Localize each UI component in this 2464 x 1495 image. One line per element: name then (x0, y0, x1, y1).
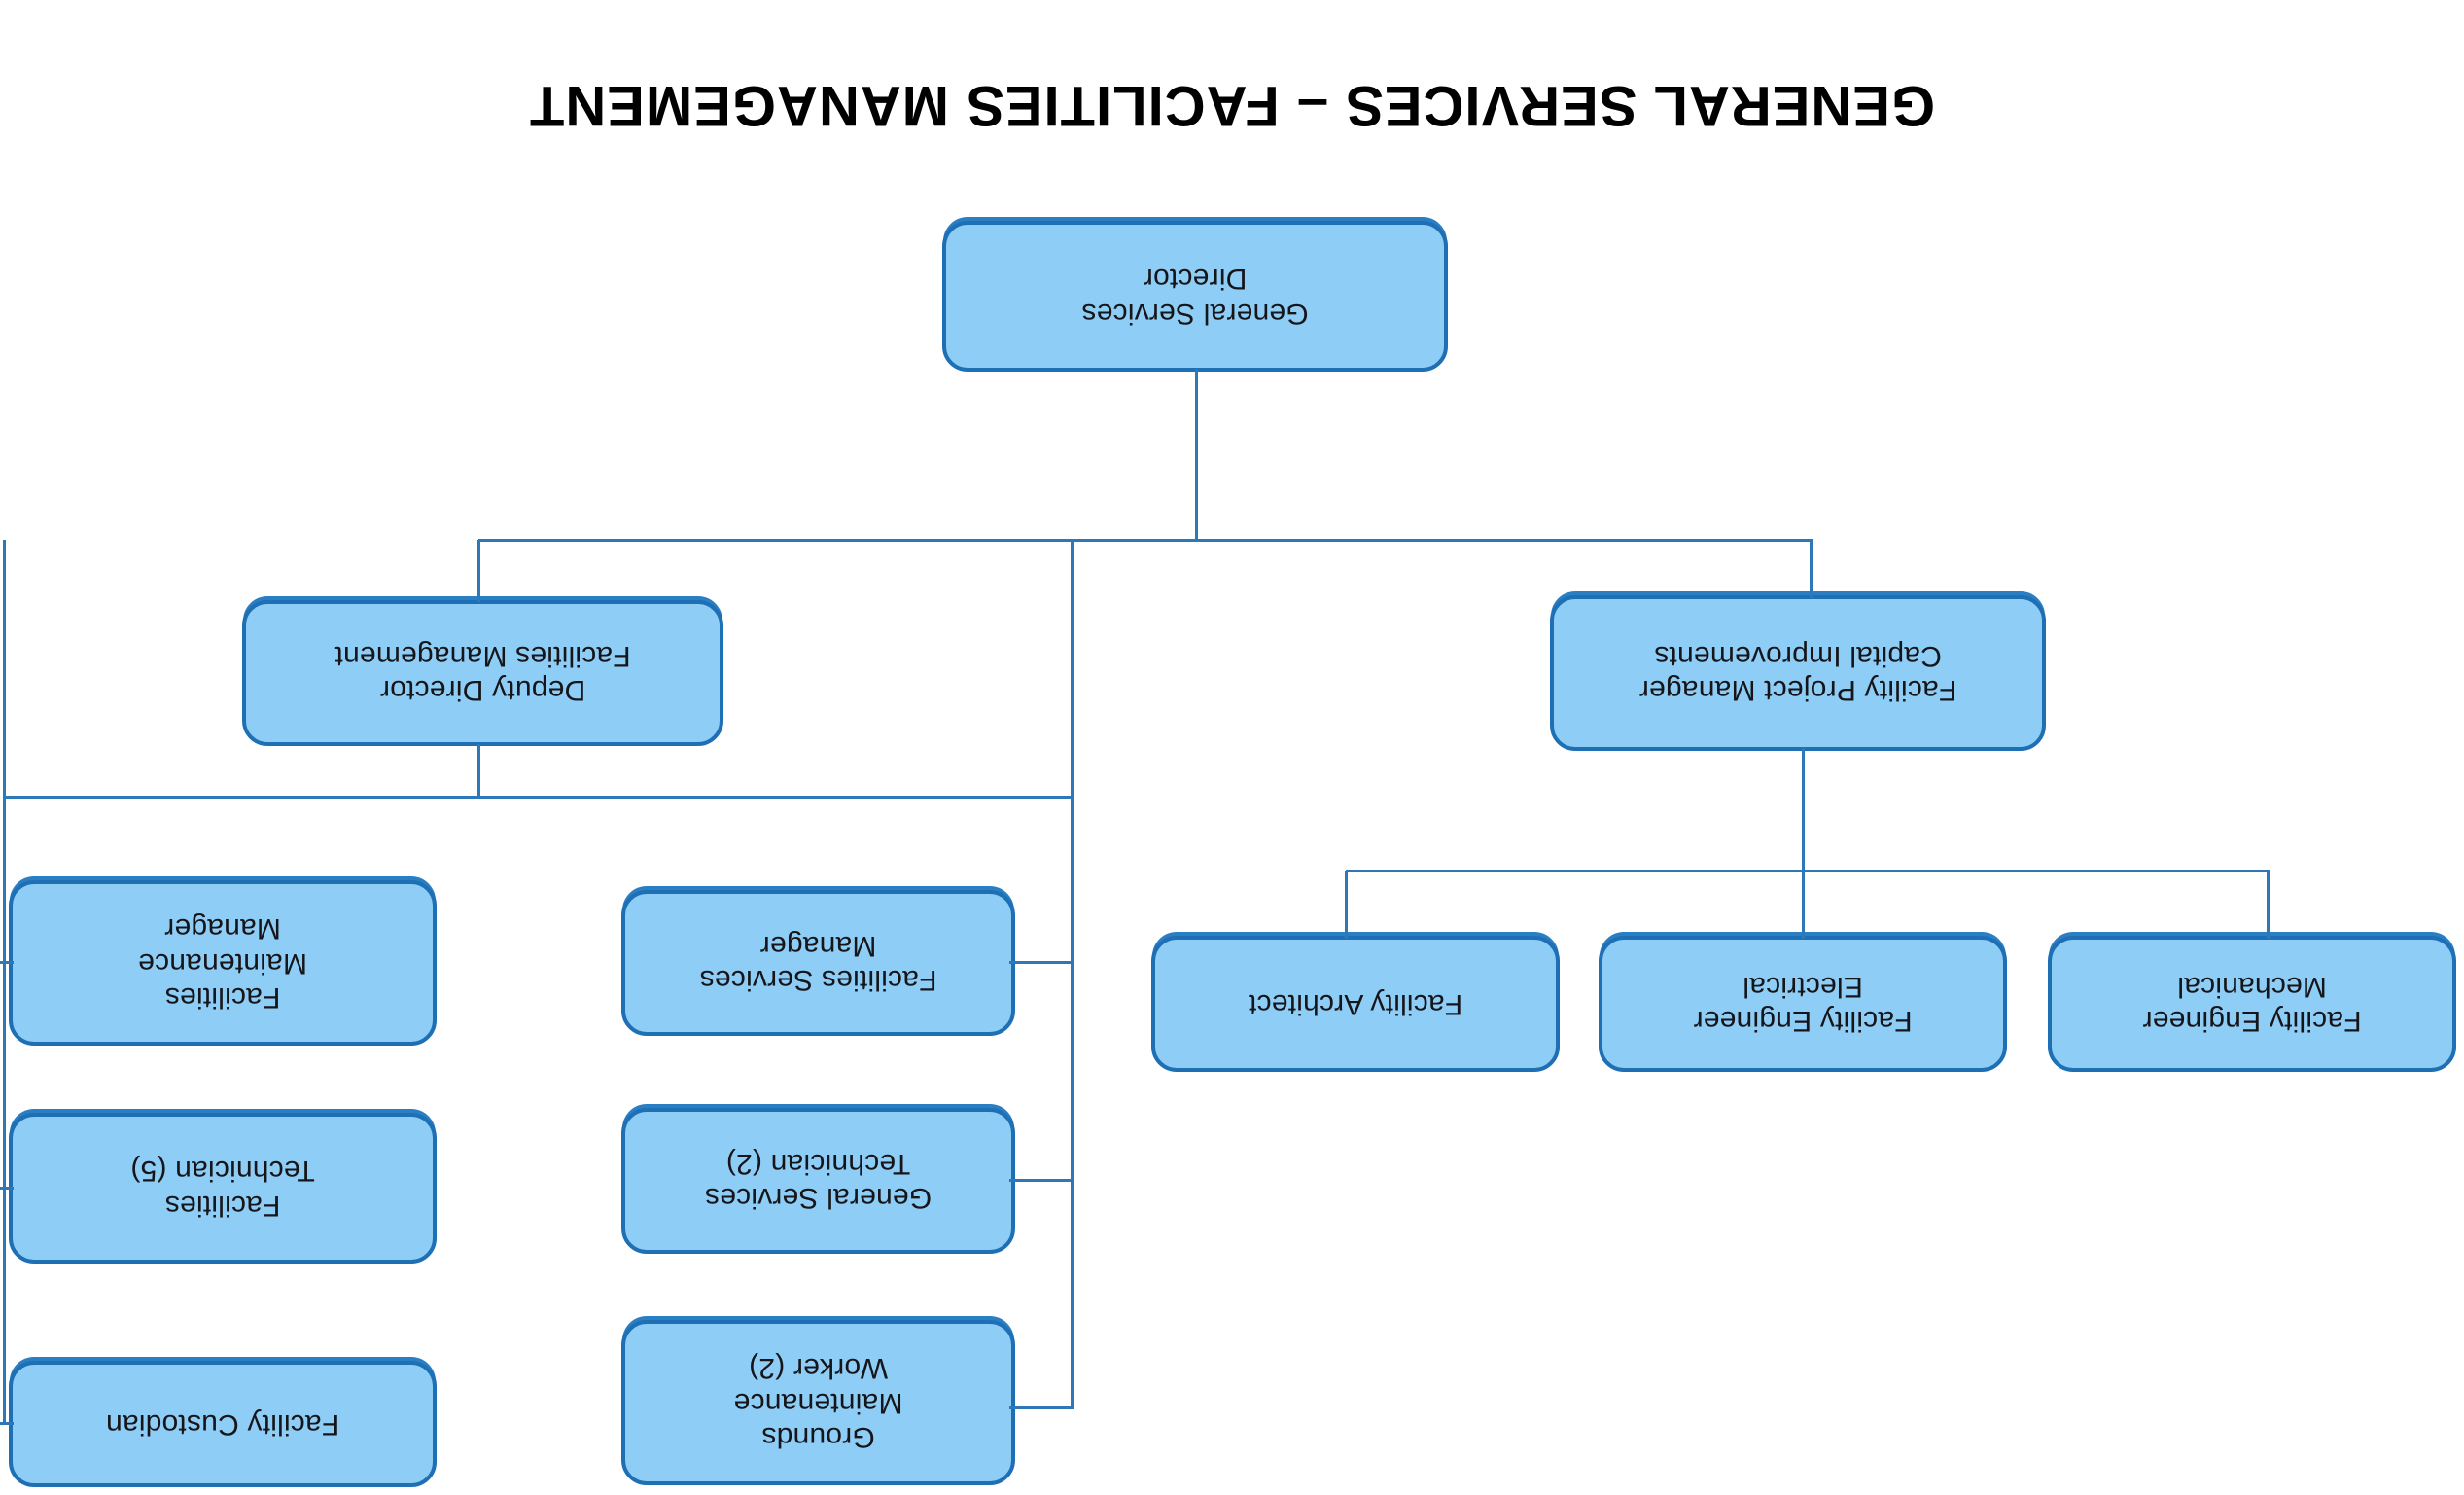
node-label: General Services Technician (2) (704, 1148, 933, 1215)
connector-to-facility-engineer-electrical (1802, 871, 1805, 939)
node-label: Facility Engineer Mechanical (2142, 971, 2362, 1038)
connector-right-inner-spine (1071, 540, 1074, 1409)
node-facility-architect[interactable]: Facility Architect (1151, 936, 1560, 1072)
node-label: Deputy Director Facilities Management (334, 640, 631, 707)
connector-to-facility-engineer-mechanical (2267, 871, 2270, 939)
connector-to-deputy-director (477, 540, 480, 602)
connector-left-bus-riser (1802, 748, 1805, 872)
connector-left-children-bus (1346, 870, 2270, 872)
connector-stub-facilities-technician (0, 1187, 14, 1190)
node-deputy-director-facilities-management[interactable]: Deputy Director Facilities Management (242, 600, 723, 746)
connector-to-facility-architect (1345, 871, 1348, 939)
node-label: Grounds Maintenance Worker (2) (733, 1352, 903, 1454)
node-facility-project-manager[interactable]: Facility Project Manager Capital Improve… (1550, 595, 2046, 751)
connector-to-facility-project-manager (1810, 540, 1813, 598)
node-label: Facilities Technician (5) (130, 1155, 315, 1222)
connector-stub-facilities-maintenance-manager (0, 961, 14, 964)
connector-right-outer-spine (3, 540, 6, 1425)
node-general-services-director[interactable]: General Services Director (942, 221, 1448, 372)
connector-main-bus (478, 539, 1813, 542)
connector-stub-grounds-maintenance-worker (1009, 1406, 1074, 1409)
node-label: Facility Custodian (105, 1407, 340, 1441)
node-label: General Services Director (1081, 263, 1309, 330)
connector-stub-general-services-technician (1009, 1179, 1074, 1182)
connector-stub-facility-custodian (0, 1422, 14, 1425)
node-label: Facilities Maintenance Manager (138, 912, 307, 1014)
connector-root-riser (1195, 369, 1198, 542)
node-label: Facility Architect (1248, 987, 1463, 1020)
node-grounds-maintenance-worker[interactable]: Grounds Maintenance Worker (2) (621, 1320, 1015, 1485)
node-label: Facility Engineer Electrical (1693, 971, 1913, 1038)
node-facility-engineer-mechanical[interactable]: Facility Engineer Mechanical (2048, 936, 2456, 1072)
node-facility-custodian[interactable]: Facility Custodian (9, 1361, 437, 1487)
connector-stub-facilities-services-manager (1009, 961, 1074, 964)
node-label: Facilities Services Manager (699, 930, 937, 997)
node-label: Facility Project Manager Capital Improve… (1638, 640, 1957, 707)
connector-right-branch-bus (3, 796, 1074, 799)
chart-title: GENERAL SERVICES – FACILITIES MANAGEMENT (528, 74, 1936, 137)
node-facilities-maintenance-manager[interactable]: Facilities Maintenance Manager (9, 880, 437, 1046)
node-facilities-services-manager[interactable]: Facilities Services Manager (621, 890, 1015, 1036)
node-facilities-technician[interactable]: Facilities Technician (5) (9, 1113, 437, 1264)
connector-right-bus-to-deputy-director (477, 744, 480, 799)
node-general-services-technician[interactable]: General Services Technician (2) (621, 1108, 1015, 1254)
node-facility-engineer-electrical[interactable]: Facility Engineer Electrical (1599, 936, 2007, 1072)
